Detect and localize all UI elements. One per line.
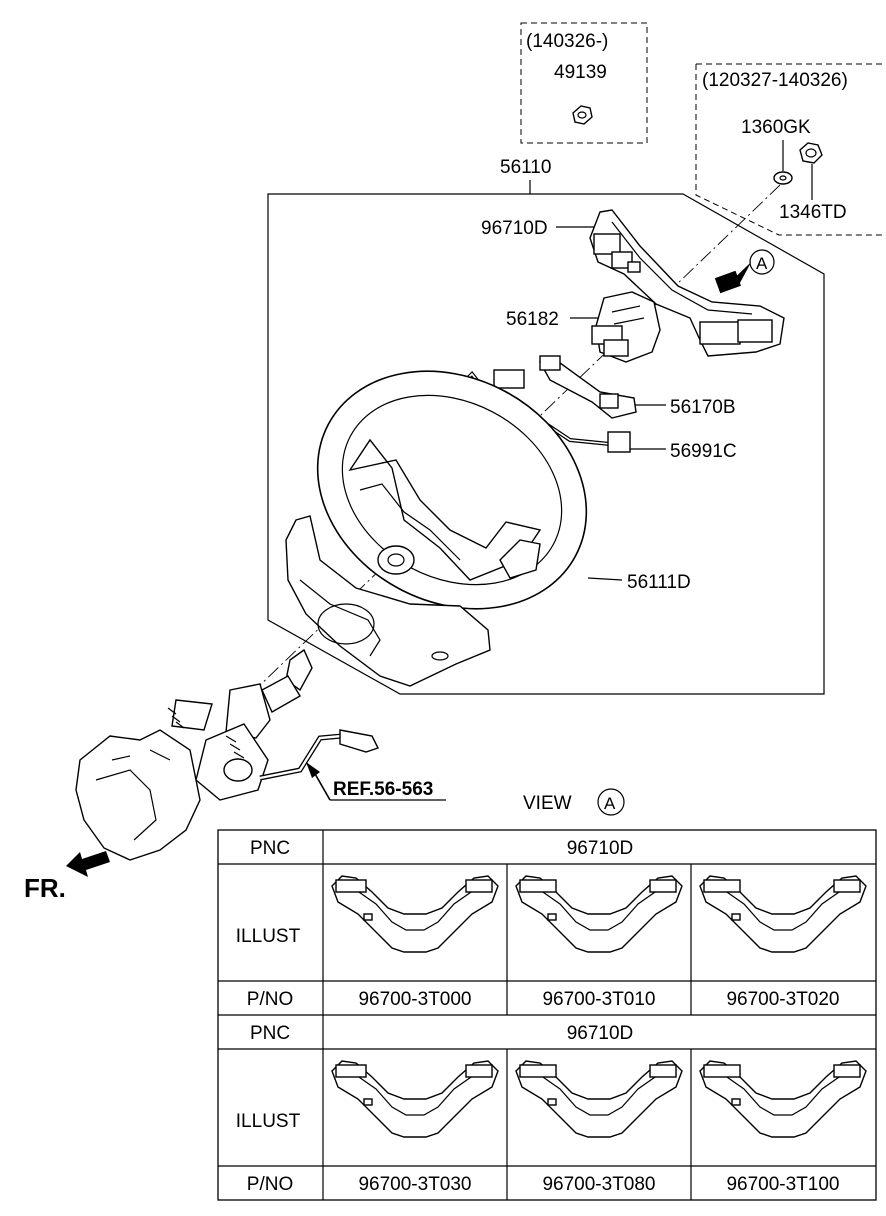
part-label-1346td: 1346TD [779,202,847,223]
part-number-1-3: 96700-3T020 [726,989,839,1010]
front-direction-arrow-icon [66,851,110,877]
switch-illustration-5 [515,1060,683,1138]
clock-spring-part [591,291,661,363]
view-circle-icon [597,788,625,816]
hex-nut-icon [572,105,593,125]
washer-icon [773,171,793,185]
part-number-table [217,829,877,1201]
part-label-56170b: 56170B [670,397,736,418]
front-label: FR. [24,873,66,903]
illust-label-2: ILLUST [236,1111,301,1132]
switch-illustration-2 [515,875,683,953]
view-label: VIEW [523,793,572,814]
old-nut-dashed-box [695,63,886,236]
pno-label-2: P/NO [247,1174,293,1195]
pno-label-1: P/NO [247,989,293,1010]
part-number-2-2: 96700-3T080 [542,1174,655,1195]
ref-arrow-icon [306,762,446,801]
pnc-label-1: PNC [250,838,290,859]
switch-illustrations [331,875,867,1138]
part-number-2-1: 96700-3T030 [358,1174,471,1195]
remote-switch-part [589,209,785,357]
switch-illustration-1 [331,875,499,953]
part-label-56991c: 56991C [670,441,737,462]
illust-label-1: ILLUST [236,926,301,947]
assembly-frame [267,193,825,695]
part-label-56182: 56182 [506,309,559,330]
pnc-value-2: 96710D [567,1023,634,1044]
extension-wire-part [538,355,637,419]
part-label-56111d: 56111D [627,572,691,593]
part-number-1-1: 96700-3T000 [358,989,471,1010]
hex-nut-icon [799,142,823,164]
switch-illustration-3 [699,875,867,953]
pnc-label-2: PNC [250,1023,290,1044]
part-label-96710d: 96710D [481,218,548,239]
leader-56111d [587,577,623,581]
part-number-2-3: 96700-3T100 [726,1174,839,1195]
part-label-49139: 49139 [554,62,607,83]
view-a-arrow-icon [714,249,775,294]
switch-illustration-6 [699,1060,867,1138]
switch-illustration-4 [331,1060,499,1138]
steering-column-part [75,648,379,861]
ref-label: REF.56-563 [333,779,433,800]
view-marker-a: A [756,254,768,273]
view-circle-letter: A [604,794,616,813]
part-label-1360gk: 1360GK [741,117,811,138]
steering-wheel-part [316,370,588,610]
date-range-old-label: (120327-140326) [702,70,848,91]
lower-cover-part [285,515,491,687]
date-range-new-label: (140326-) [526,31,608,52]
part-label-56110: 56110 [500,157,551,178]
new-nut-dashed-box [520,22,648,144]
pnc-value-1: 96710D [567,838,634,859]
part-number-1-2: 96700-3T010 [542,989,655,1010]
